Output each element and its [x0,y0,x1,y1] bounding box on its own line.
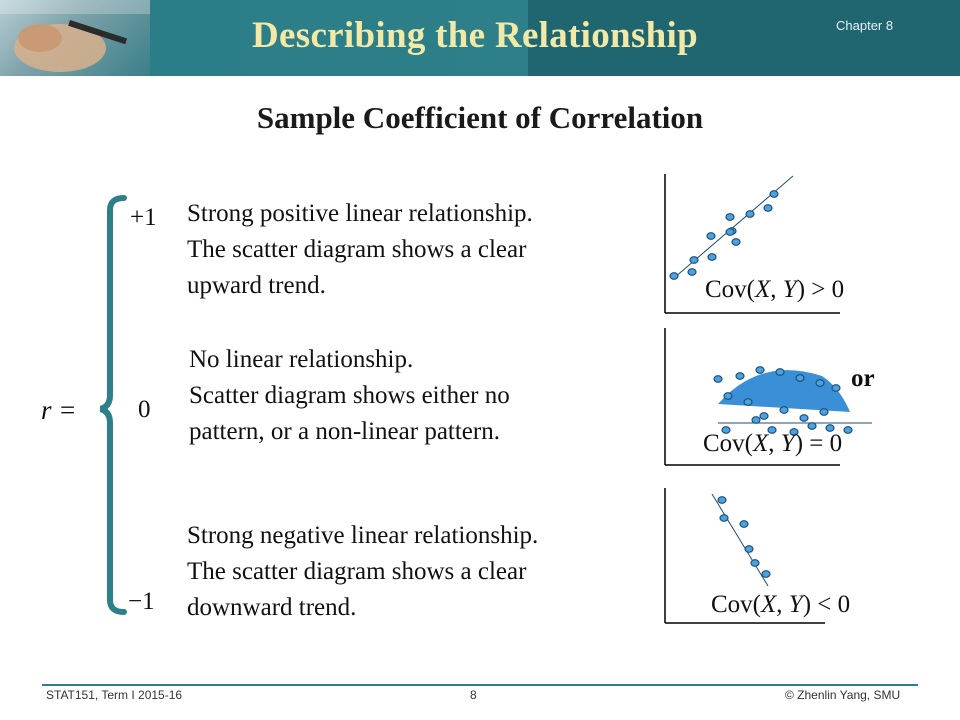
range-bracket [100,195,127,615]
chapter-label: Chapter 8 [836,18,894,33]
scatter-point [831,384,841,392]
scatter-point [743,398,753,406]
description-line: pattern, or a non-linear pattern. [189,418,500,445]
scatter-point [723,392,733,400]
scatter-point [719,514,729,522]
r-equals-label: r = [41,395,77,425]
scatter-point [687,268,697,276]
scatter-point [775,368,785,376]
description-line: Strong positive linear relationship. [187,200,533,227]
scatter-point [725,213,735,221]
cov-negative-label: Cov(X, Y) < 0 [711,591,851,618]
scatter-points [717,496,771,578]
scatter-point [759,412,769,420]
description-line: The scatter diagram shows a clear [187,558,527,585]
scatter-point [689,256,699,264]
footer-copyright: © Zhenlin Yang, SMU [785,688,901,702]
scatter-point [843,426,853,434]
slide-subtitle: Sample Coefficient of Correlation [256,100,704,135]
value-zero: 0 [138,396,151,423]
scatter-point [819,408,829,416]
description-line: No linear relationship. [189,346,414,373]
scatter-point [669,272,679,280]
scatter-point [761,570,771,578]
description-zero: No linear relationship. Scatter diagram … [189,342,510,450]
scatter-point [807,422,817,430]
description-negative: Strong negative linear relationship. The… [187,518,538,626]
footer-page-number: 8 [470,688,477,702]
scatter-point [725,228,735,236]
scatter-point [744,545,754,553]
cov-positive-label: Cov(X, Y) > 0 [705,276,845,303]
value-minus-one: −1 [128,588,155,615]
scatter-zero [664,328,872,466]
hand-writing-illustration [0,0,150,72]
scatter-point [713,375,723,383]
scatter-positive [664,174,840,314]
description-line: Strong negative linear relationship. [187,522,539,549]
scatter-point [799,414,809,422]
scatter-point [789,428,799,436]
scatter-point [815,379,825,387]
scatter-point [769,190,779,198]
description-positive: Strong positive linear relationship. The… [187,196,533,304]
scatter-point [755,366,765,374]
description-line: The scatter diagram shows a clear [187,236,527,263]
cov-zero-label: Cov(X, Y) = 0 [703,430,843,457]
scatter-points [669,190,779,280]
scatter-point [825,424,835,432]
slide-title: Describing the Relationship [252,15,698,56]
scatter-point [735,372,745,380]
scatter-negative [664,488,825,624]
scatter-point [767,426,777,434]
scatter-point [707,253,717,261]
scatter-point [795,374,805,382]
scatter-points [713,366,853,436]
scatter-point [745,210,755,218]
scatter-point [751,416,761,424]
scatter-point [721,426,731,434]
scatter-point [717,496,727,504]
footer-course: STAT151, Term I 2015-16 [46,688,183,702]
scatter-point [731,238,741,246]
scatter-point [763,204,773,212]
value-plus-one: +1 [130,204,157,231]
description-line: downward trend. [187,594,357,621]
header-photo [0,0,150,76]
scatter-point [779,406,789,414]
or-label: or [851,365,875,392]
description-line: Scatter diagram shows either no [189,382,510,409]
footer-divider [42,684,918,686]
scatter-point [739,520,749,528]
scatter-point [750,559,760,567]
header-stripe [528,0,960,76]
scatter-point [706,232,716,240]
description-line: upward trend. [187,272,326,299]
